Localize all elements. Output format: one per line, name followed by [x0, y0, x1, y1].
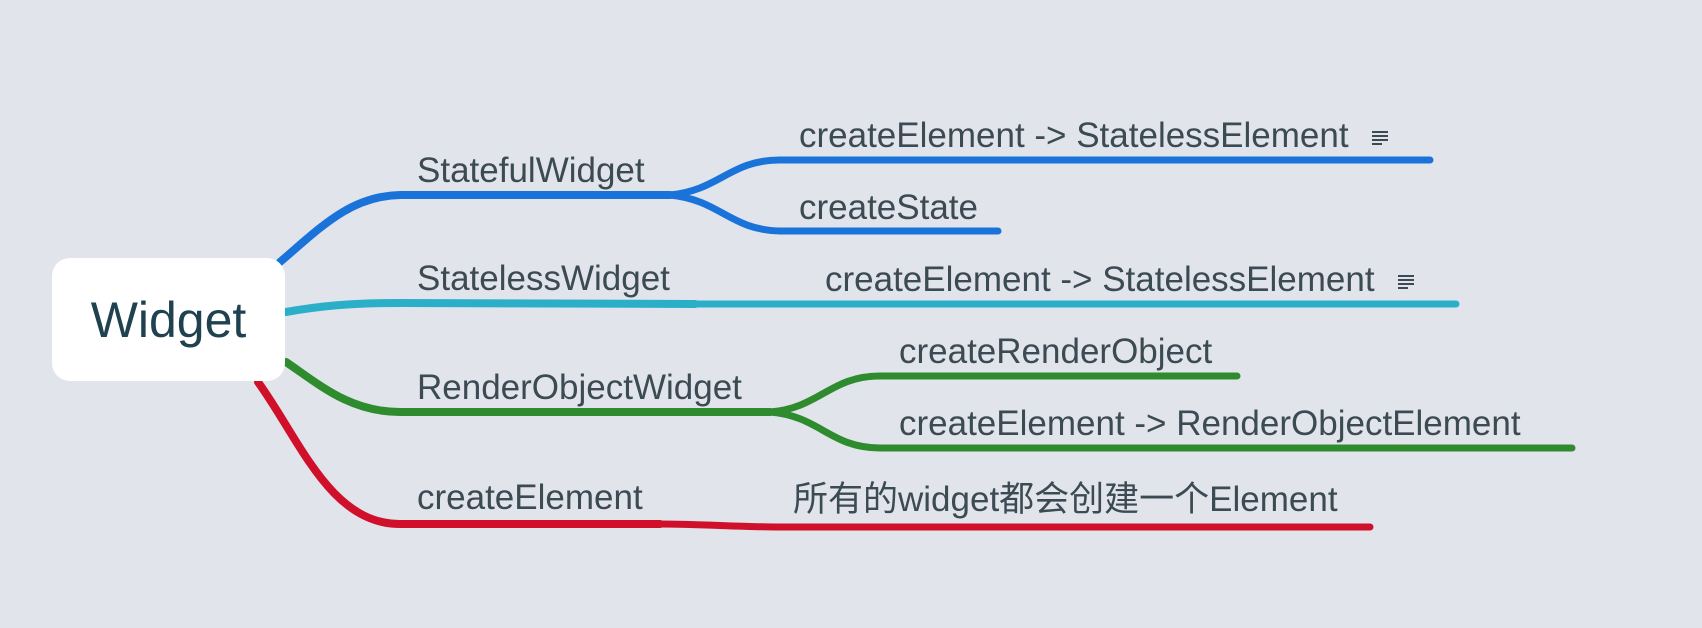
- note-icon[interactable]: [1372, 130, 1389, 145]
- node-label: createElement -> StatelessElement: [825, 260, 1375, 299]
- node-label: RenderObjectWidget: [417, 368, 742, 407]
- root-node[interactable]: Widget: [52, 258, 285, 381]
- node-stateful-create-state[interactable]: createState: [799, 188, 978, 228]
- node-label: StatelessWidget: [417, 259, 670, 298]
- node-label: createElement: [417, 478, 643, 517]
- node-label: createElement -> RenderObjectElement: [899, 404, 1521, 443]
- node-label: createRenderObject: [899, 332, 1213, 371]
- node-render-create-render-object[interactable]: createRenderObject: [899, 332, 1212, 372]
- node-stateless-create-element[interactable]: createElement -> StatelessElement: [825, 260, 1415, 300]
- connector-stateful-createstate: [666, 191, 1002, 235]
- node-stateful-create-element[interactable]: createElement -> StatelessElement: [799, 116, 1389, 156]
- connector-render-createelement: [766, 408, 1576, 452]
- connector-stateless: [282, 298, 699, 316]
- connector-render: [282, 358, 774, 416]
- node-render-create-element[interactable]: createElement -> RenderObjectElement: [899, 404, 1521, 444]
- connector-stateful: [276, 191, 674, 266]
- connector-stateful-createelement: [666, 156, 1434, 199]
- node-stateless-widget[interactable]: StatelessWidget: [417, 259, 670, 299]
- node-create-element[interactable]: createElement: [417, 478, 643, 518]
- note-icon[interactable]: [1398, 274, 1415, 289]
- node-create-element-note[interactable]: 所有的widget都会创建一个Element: [793, 480, 1338, 520]
- node-label: createElement -> StatelessElement: [799, 116, 1349, 155]
- connector-create-note: [656, 520, 1374, 531]
- connector-render-createrenderobject: [766, 372, 1241, 416]
- node-label: 所有的widget都会创建一个Element: [793, 480, 1338, 519]
- node-label: StatefulWidget: [417, 151, 645, 190]
- node-render-object-widget[interactable]: RenderObjectWidget: [417, 368, 742, 408]
- connector-create: [254, 378, 664, 528]
- node-label: createState: [799, 188, 978, 227]
- root-label: Widget: [90, 291, 247, 348]
- node-stateful-widget[interactable]: StatefulWidget: [417, 151, 645, 191]
